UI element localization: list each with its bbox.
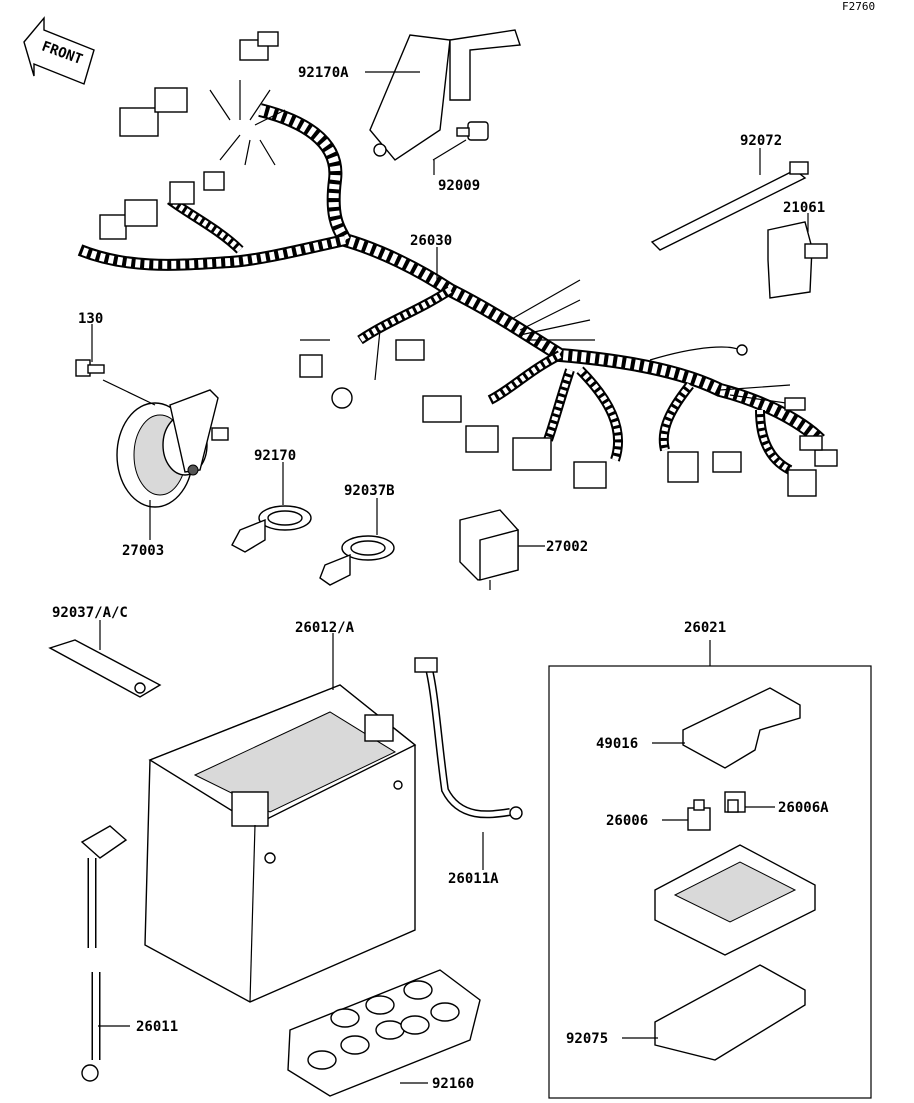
label-26011A: 26011A xyxy=(448,871,499,887)
strap-92037AC xyxy=(48,639,162,698)
battery-26012A xyxy=(144,684,417,1003)
label-92009: 92009 xyxy=(438,178,480,194)
tie-92072 xyxy=(650,161,809,251)
junction-box-body xyxy=(654,844,816,956)
front-arrow-icon: FRONT xyxy=(23,16,95,85)
pad-92160 xyxy=(287,969,481,1097)
label-21061: 21061 xyxy=(783,200,825,216)
label-92170: 92170 xyxy=(254,448,296,464)
relay-27002 xyxy=(459,509,519,590)
label-26012A: 26012/A xyxy=(295,620,355,636)
label-130: 130 xyxy=(78,311,103,327)
label-26021: 26021 xyxy=(684,620,726,636)
connector xyxy=(119,107,159,137)
clamp-92037B xyxy=(319,535,395,586)
fuse-26006A xyxy=(724,791,746,813)
label-26006A: 26006A xyxy=(778,800,829,816)
label-92037AC: 92037/A/C xyxy=(52,605,128,621)
fuse-26006 xyxy=(687,799,711,831)
part-92075 xyxy=(654,964,806,1061)
label-26011: 26011 xyxy=(136,1019,178,1035)
label-27002: 27002 xyxy=(546,539,588,555)
leader-lines xyxy=(91,71,809,1084)
bolt-92009 xyxy=(456,121,489,141)
label-26006: 26006 xyxy=(606,813,648,829)
figure-code: F2760 xyxy=(842,0,875,13)
part-21061 xyxy=(767,221,828,299)
bolt-130 xyxy=(75,359,105,377)
label-49016: 49016 xyxy=(596,736,638,752)
horn-27003 xyxy=(116,389,229,508)
label-92160: 92160 xyxy=(432,1076,474,1092)
label-92072: 92072 xyxy=(740,133,782,149)
label-92075: 92075 xyxy=(566,1031,608,1047)
cable-26011 xyxy=(80,825,128,1082)
wire-harness xyxy=(77,31,838,497)
clamp-92170 xyxy=(231,505,312,553)
bracket-92170A xyxy=(369,29,521,161)
label-92037B: 92037B xyxy=(344,483,395,499)
cover-49016 xyxy=(682,687,801,769)
label-26030: 26030 xyxy=(410,233,452,249)
label-27003: 27003 xyxy=(122,543,164,559)
cable-26011A xyxy=(414,657,523,820)
label-92170A: 92170A xyxy=(298,65,349,81)
